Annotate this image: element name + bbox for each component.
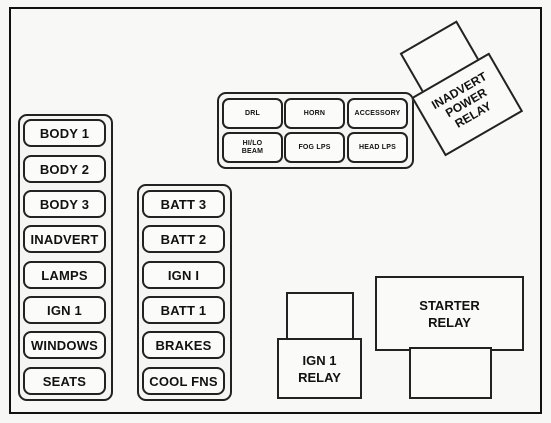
fuse-body-1: BODY 1: [23, 119, 106, 147]
fuse-hi-lo-label: HI/LO: [242, 139, 263, 147]
ign1-relay-tab: [286, 292, 354, 342]
fuse-ign-1: IGN 1: [23, 296, 106, 324]
fuse-brakes: BRAKES: [142, 331, 225, 359]
ign1-relay-line-2: RELAY: [298, 369, 341, 385]
fuse-body-3: BODY 3: [23, 190, 106, 218]
ign1-relay-body: [277, 338, 362, 399]
fuse-head-lps: HEAD LPS: [347, 132, 408, 163]
fuse-windows: WINDOWS: [23, 331, 106, 359]
starter-relay-line-2: RELAY: [428, 314, 471, 330]
fuse-horn: HORN: [284, 98, 345, 129]
ign1-relay-label: IGN 1 RELAY: [277, 338, 362, 399]
fuse-fog-lps: FOG LPS: [284, 132, 345, 163]
ign1-relay-line-1: IGN 1: [302, 352, 337, 368]
fuse-hi-lo-beam: HI/LO BEAM: [222, 132, 283, 163]
fuse-beam-label: BEAM: [241, 147, 264, 155]
starter-relay-tab: [409, 347, 492, 399]
fuse-drl: DRL: [222, 98, 283, 129]
fuse-cool-fns: COOL FNS: [142, 367, 225, 395]
starter-relay-line-1: STARTER: [419, 297, 480, 313]
fuse-accessory: ACCESSORY: [347, 98, 408, 129]
fuse-ign-i: IGN I: [142, 261, 225, 289]
fuse-body-2: BODY 2: [23, 155, 106, 183]
fuse-seats: SEATS: [23, 367, 106, 395]
fuse-batt-3: BATT 3: [142, 190, 225, 218]
fuse-lamps: LAMPS: [23, 261, 106, 289]
fuse-batt-1: BATT 1: [142, 296, 225, 324]
fuse-batt-2: BATT 2: [142, 225, 225, 253]
fuse-inadvert: INADVERT: [23, 225, 106, 253]
starter-relay-label: STARTER RELAY: [375, 276, 524, 351]
starter-relay-body: [375, 276, 524, 351]
middle-fuse-column: [137, 184, 232, 401]
